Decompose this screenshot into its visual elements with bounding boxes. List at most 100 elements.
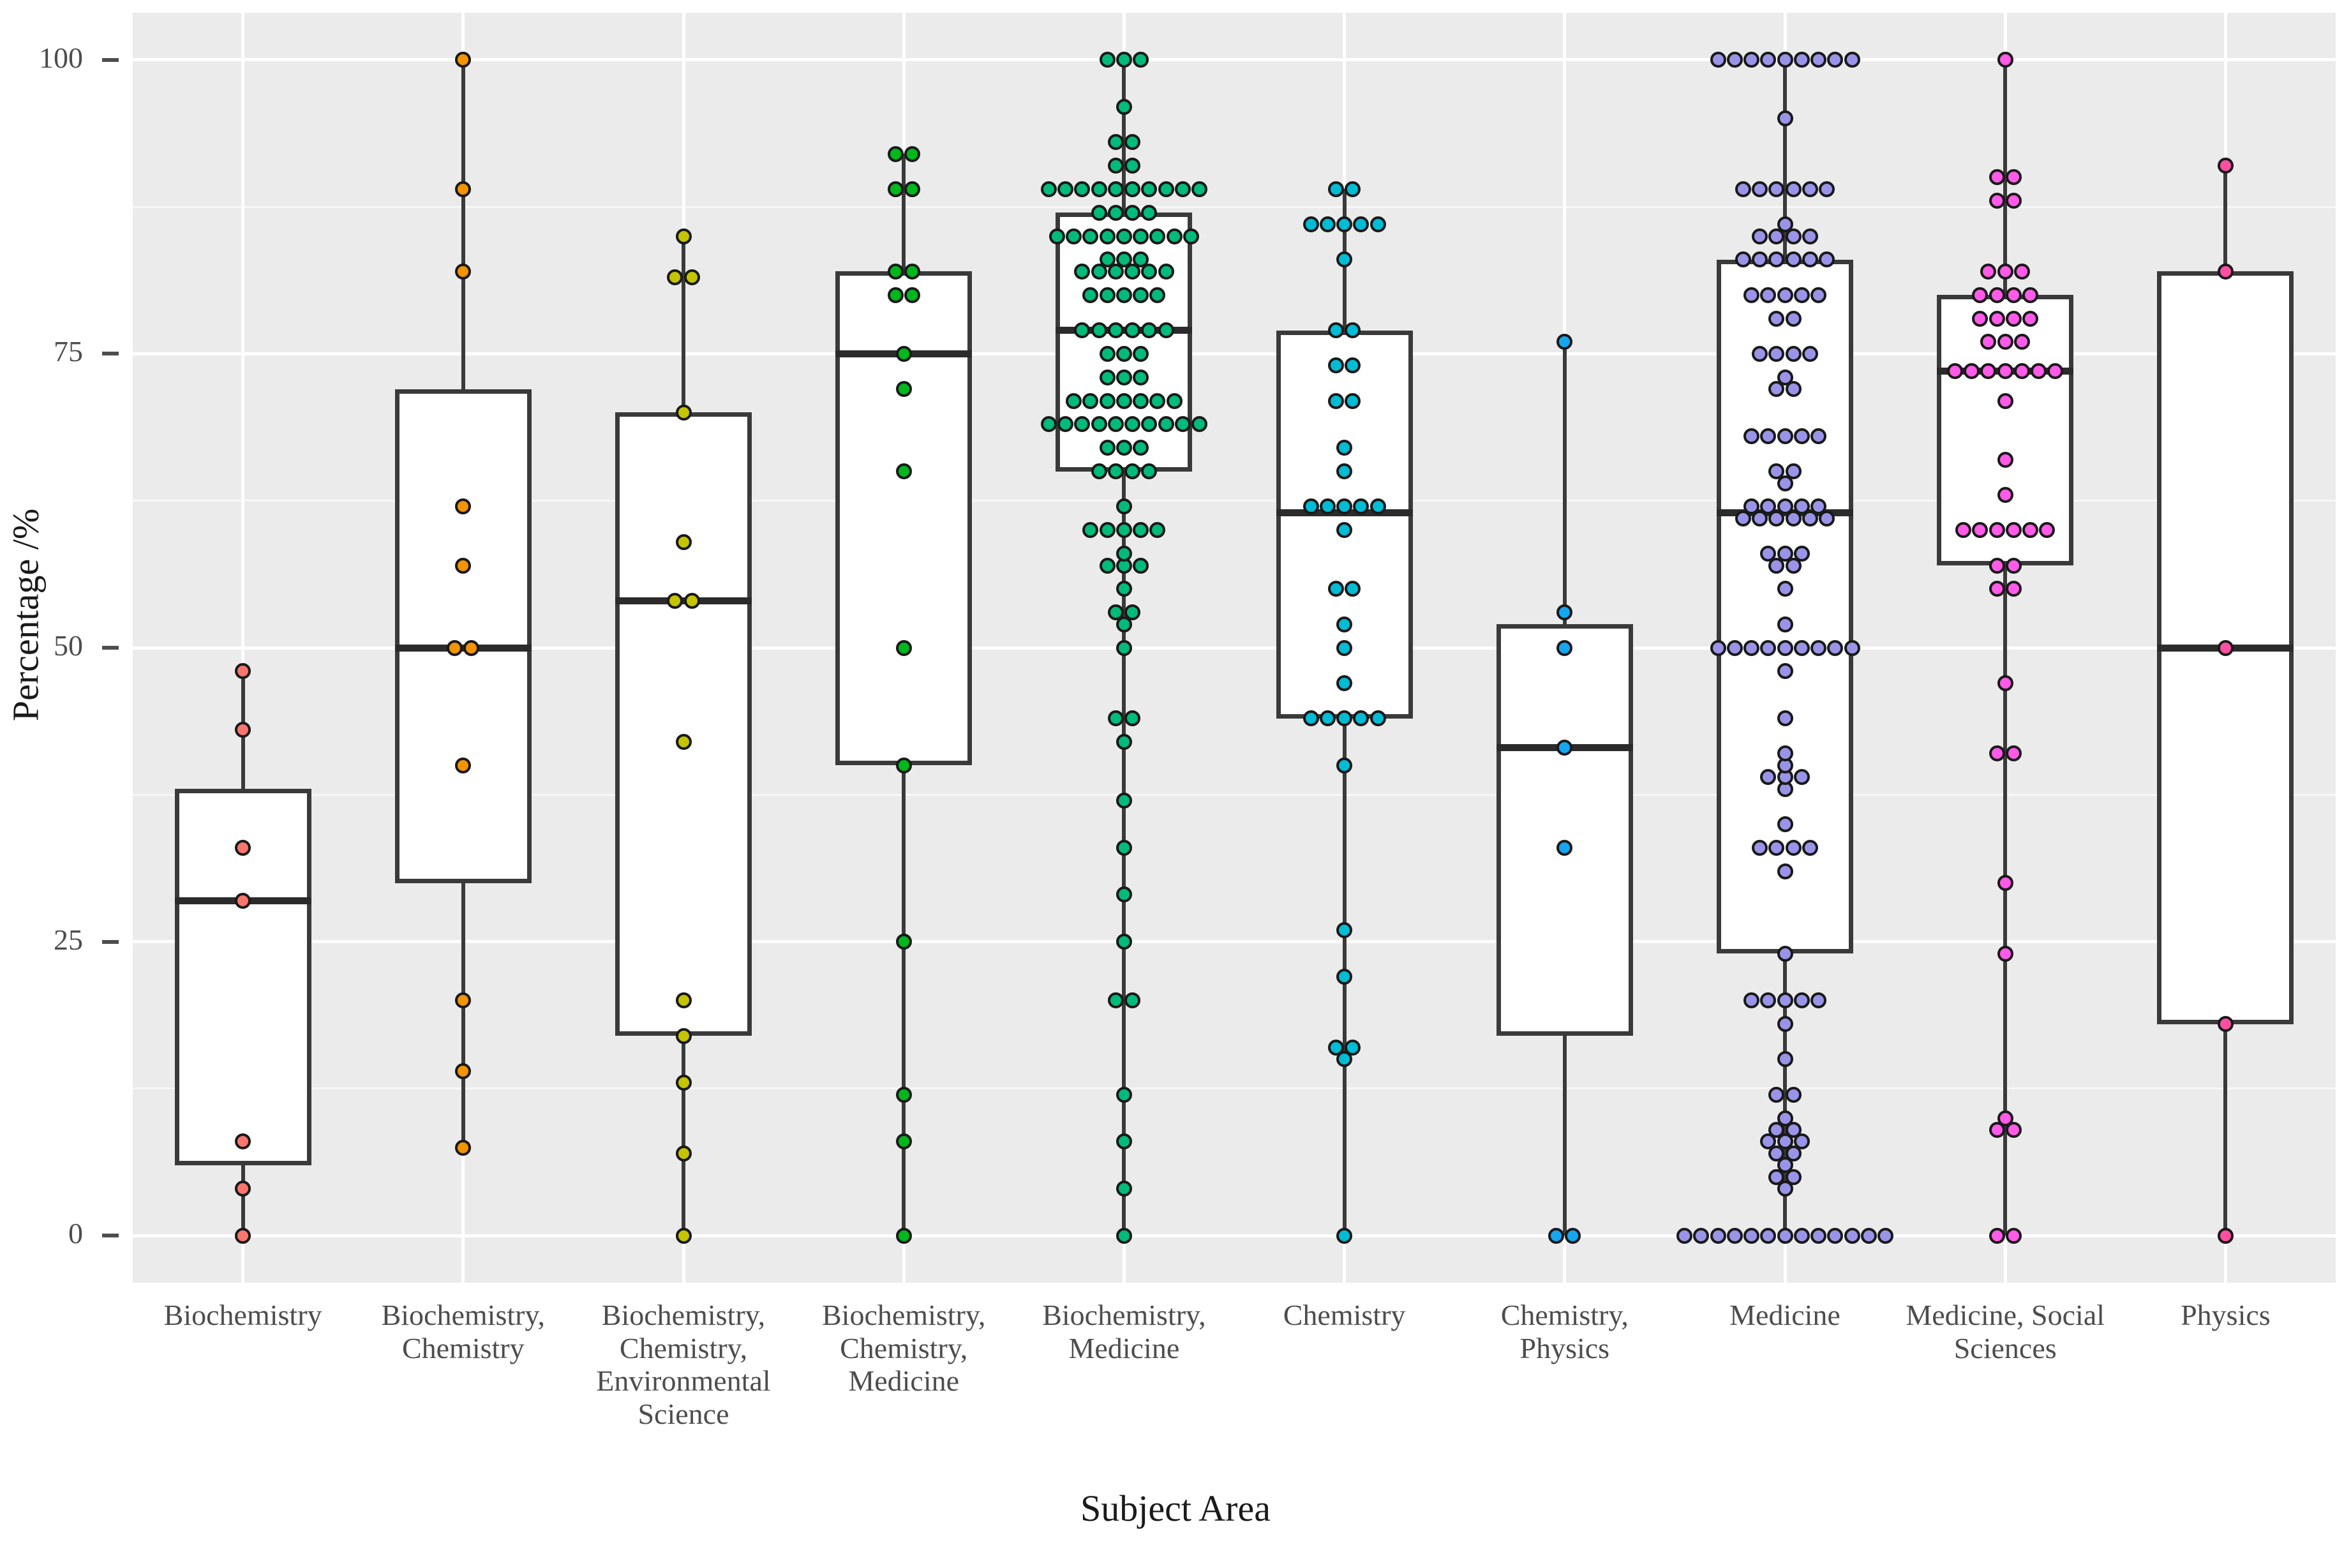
data-point [2005,522,2022,539]
data-point [1116,369,1132,385]
data-point [1743,992,1759,1009]
data-point [683,592,700,609]
data-point [1777,945,1793,962]
data-point [1743,52,1759,68]
data-point [1099,345,1116,362]
median-line [394,644,532,652]
data-point [1793,1227,1810,1244]
data-point [675,1145,692,1161]
data-point [1743,287,1759,303]
data-point [1768,310,1785,327]
data-point [1989,522,2005,539]
data-point [1955,522,1972,539]
data-point [1810,1227,1826,1244]
data-point [1116,733,1132,750]
data-point [1370,498,1386,515]
data-point [1133,392,1149,409]
data-point [1760,52,1777,68]
data-point [1158,416,1174,433]
data-point [675,228,692,244]
data-point [895,1227,912,1244]
data-point [1116,546,1132,562]
data-point [1556,839,1573,856]
data-point [1777,639,1793,656]
data-point [2031,363,2047,380]
x-tick-label: Biochemistry,Chemistry,Medicine [822,1299,986,1398]
data-point [1760,1227,1777,1244]
gridline-minor [133,500,2336,502]
data-point [1099,251,1116,268]
data-point [1336,1227,1353,1244]
data-point [1336,710,1353,727]
data-point [1141,181,1158,197]
data-point [1166,228,1183,244]
data-point [1844,639,1860,656]
gridline-major [133,352,2336,355]
data-point [1099,287,1116,303]
data-point [1107,134,1124,151]
data-point [1793,546,1810,562]
data-point [1760,546,1777,562]
data-point [2013,263,2030,280]
data-point [1302,710,1319,727]
data-point [1133,287,1149,303]
data-point [1133,522,1149,539]
data-point [1191,181,1208,197]
data-point [1997,52,2013,68]
data-point [1810,639,1826,656]
data-point [675,733,692,750]
gridline-vertical [241,13,245,1283]
data-point [1844,52,1860,68]
data-point [1693,1227,1710,1244]
data-point [1345,357,1361,374]
data-point [1057,181,1074,197]
data-point [1802,345,1818,362]
data-point [887,181,904,197]
data-point [667,269,683,286]
data-point [895,1133,912,1150]
data-point [235,1181,251,1197]
data-point [1777,616,1793,632]
data-point [1124,992,1141,1009]
data-point [1997,451,2013,468]
gridline-major [133,940,2336,944]
data-point [1116,287,1132,303]
data-point [1793,769,1810,786]
data-point [1710,639,1726,656]
gridline-major [133,1234,2336,1237]
data-point [1785,181,1802,197]
data-point [1735,251,1751,268]
data-point [1810,52,1826,68]
data-point [887,146,904,162]
gridline-major [133,58,2336,62]
data-point [1972,522,1989,539]
data-point [1827,1227,1844,1244]
data-point [1752,228,1768,244]
data-point [1726,639,1743,656]
data-point [1777,287,1793,303]
data-point [1107,322,1124,338]
data-point [1997,945,2013,962]
data-point [1353,216,1370,233]
data-point [1091,322,1107,338]
data-point [2039,522,2056,539]
data-point [1082,228,1099,244]
data-point [1116,1086,1132,1103]
data-point [455,498,472,515]
data-point [1049,228,1065,244]
data-point [1997,363,2013,380]
data-point [1548,1227,1565,1244]
data-point [1777,216,1793,233]
data-point [1319,498,1336,515]
data-point [1091,416,1107,433]
data-point [1556,740,1573,756]
data-point [1802,839,1818,856]
x-tick-label: Chemistry [1283,1299,1406,1331]
data-point [1336,522,1353,539]
data-point [1760,769,1777,786]
data-point [1319,710,1336,727]
whisker-line [2003,59,2008,1236]
data-point [1989,1121,2005,1138]
